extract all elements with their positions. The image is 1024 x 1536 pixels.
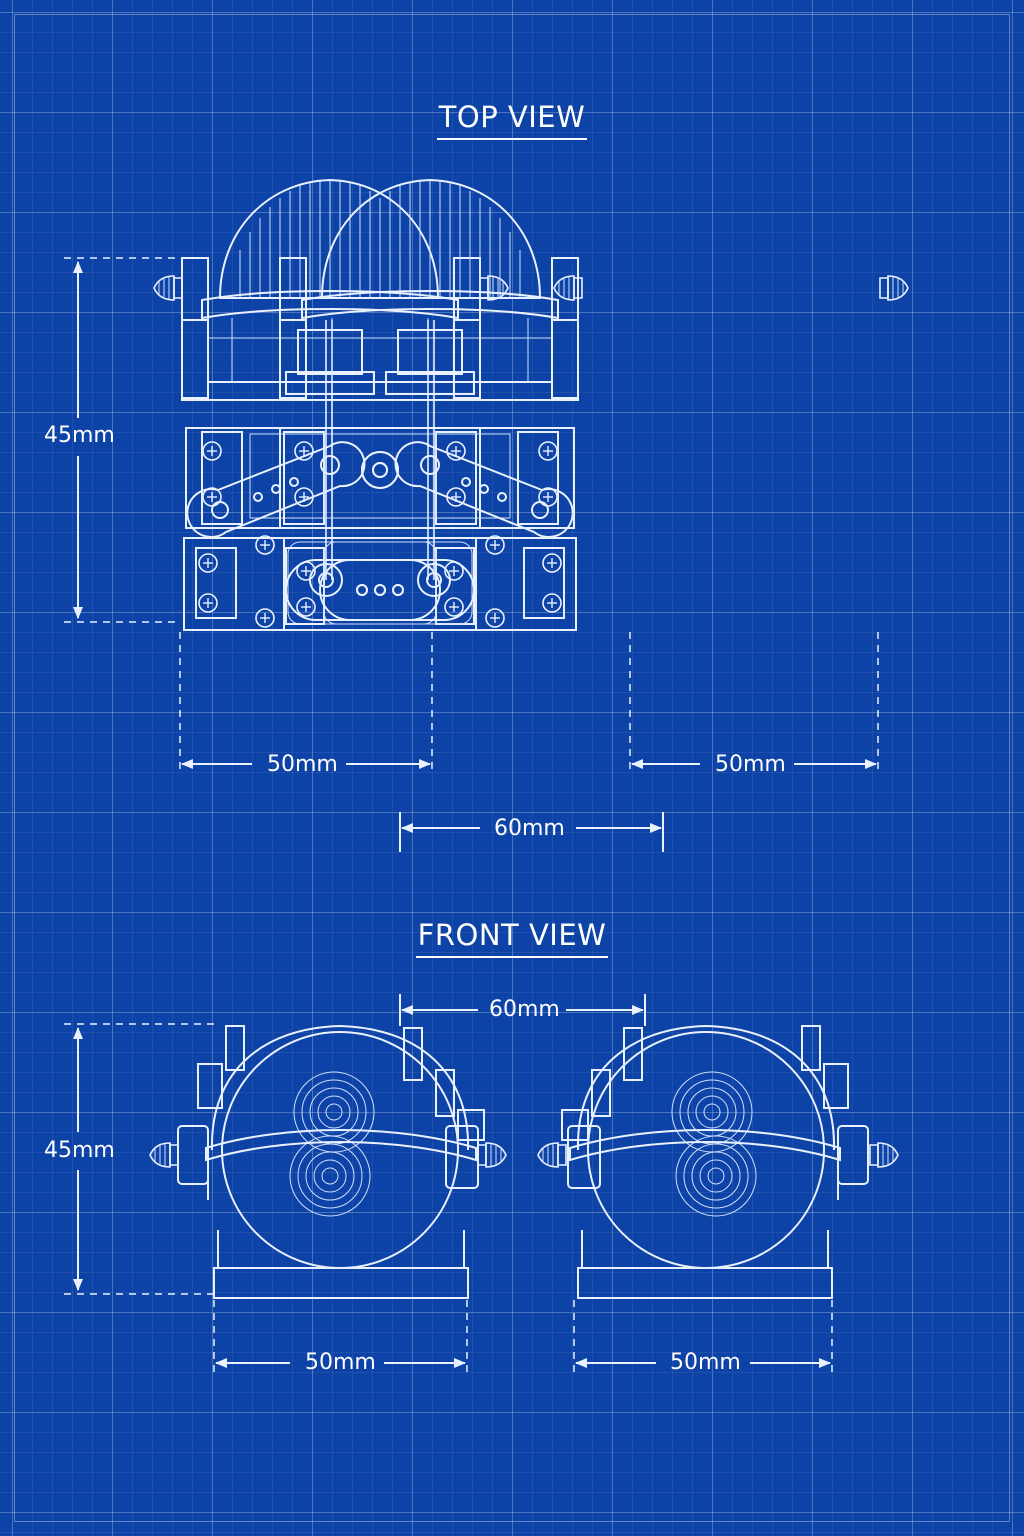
front-view-right-width-label: 50mm	[670, 1350, 741, 1375]
top-view-spacing-dimension-line	[399, 812, 664, 852]
top-view-left-width-dimension-line	[179, 632, 433, 775]
front-view-left-width-label: 50mm	[305, 1350, 376, 1375]
front-view-height-dimension-line	[64, 1023, 220, 1295]
top-view-left-width-label: 50mm	[267, 752, 338, 777]
top-view-right-width-label: 50mm	[715, 752, 786, 777]
front-view-right-unit	[537, 1025, 899, 1299]
front-view-spacing-label: 60mm	[489, 997, 560, 1022]
drawing-border	[14, 14, 1010, 1522]
front-view-height-label: 45mm	[44, 1138, 115, 1163]
front-view-spacing-dimension-line	[399, 994, 646, 1026]
front-view-right-width-dimension-line	[573, 1300, 833, 1374]
top-view-right-width-dimension-line	[629, 632, 879, 775]
top-view-height-label: 45mm	[44, 423, 115, 448]
top-view-spacing-label: 60mm	[494, 816, 565, 841]
top-view-title: TOP VIEW	[0, 100, 1024, 140]
front-view-left-unit	[149, 1025, 507, 1299]
front-view-title: FRONT VIEW	[0, 918, 1024, 958]
top-view-height-dimension-line	[64, 257, 180, 623]
front-view-left-width-dimension-line	[213, 1300, 468, 1374]
top-view-right-unit	[280, 180, 909, 630]
